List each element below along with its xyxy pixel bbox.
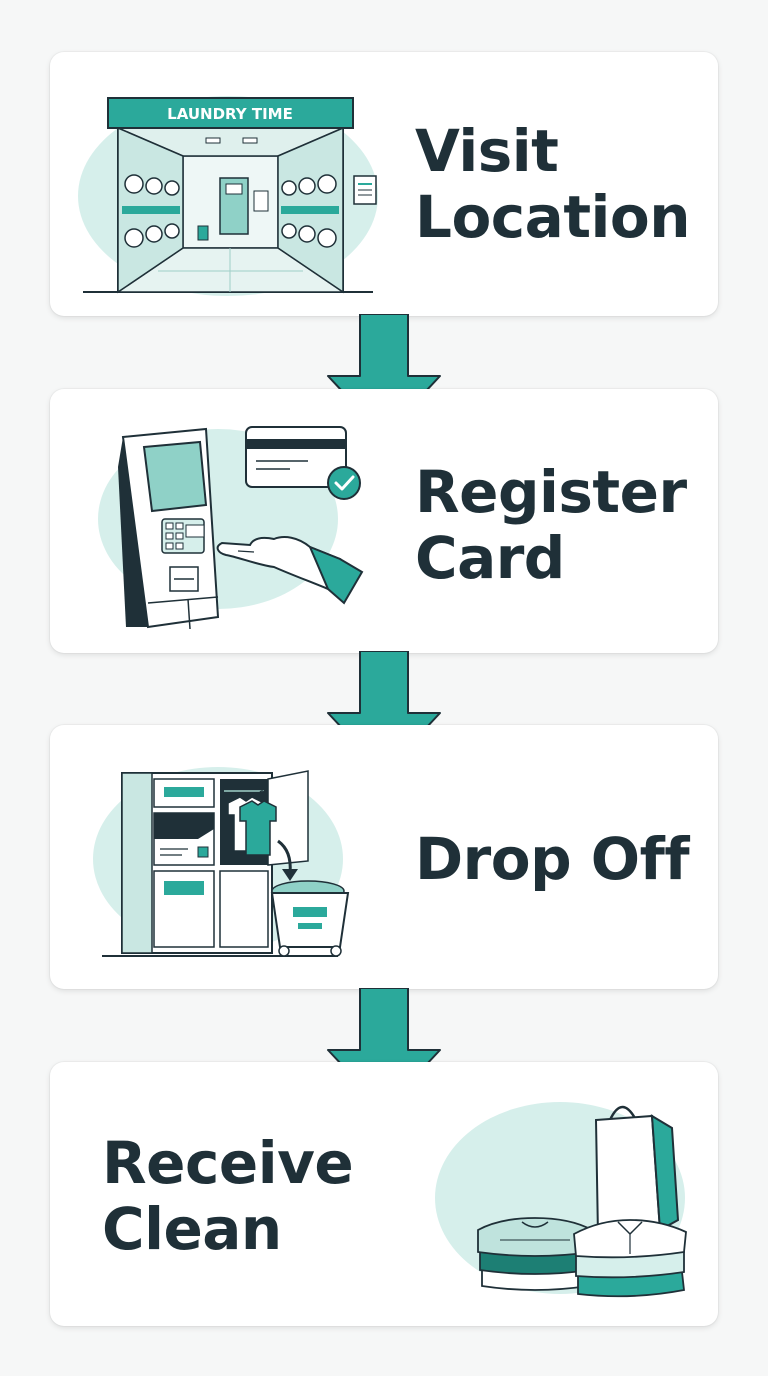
laundromat-icon: LAUNDRY TIME [78, 96, 378, 296]
laundromat-sign-label: LAUNDRY TIME [167, 105, 293, 123]
step-title-receive-clean: Receive Clean [102, 1129, 354, 1263]
step-card-visit-location: LAUNDRY TIME Visit Location [50, 52, 718, 316]
folded-clothes-icon [435, 1102, 687, 1298]
step-title-register-card: Register Card [415, 458, 687, 592]
step-card-drop-off: Drop Off [50, 725, 718, 989]
step-card-receive-clean: Receive Clean [50, 1062, 718, 1326]
locker-basket-icon [93, 767, 350, 957]
step-title-visit-location: Visit Location [415, 117, 691, 251]
kiosk-card-icon [98, 426, 364, 630]
step-card-register-card: Register Card [50, 389, 718, 653]
step-title-drop-off: Drop Off [415, 825, 690, 893]
